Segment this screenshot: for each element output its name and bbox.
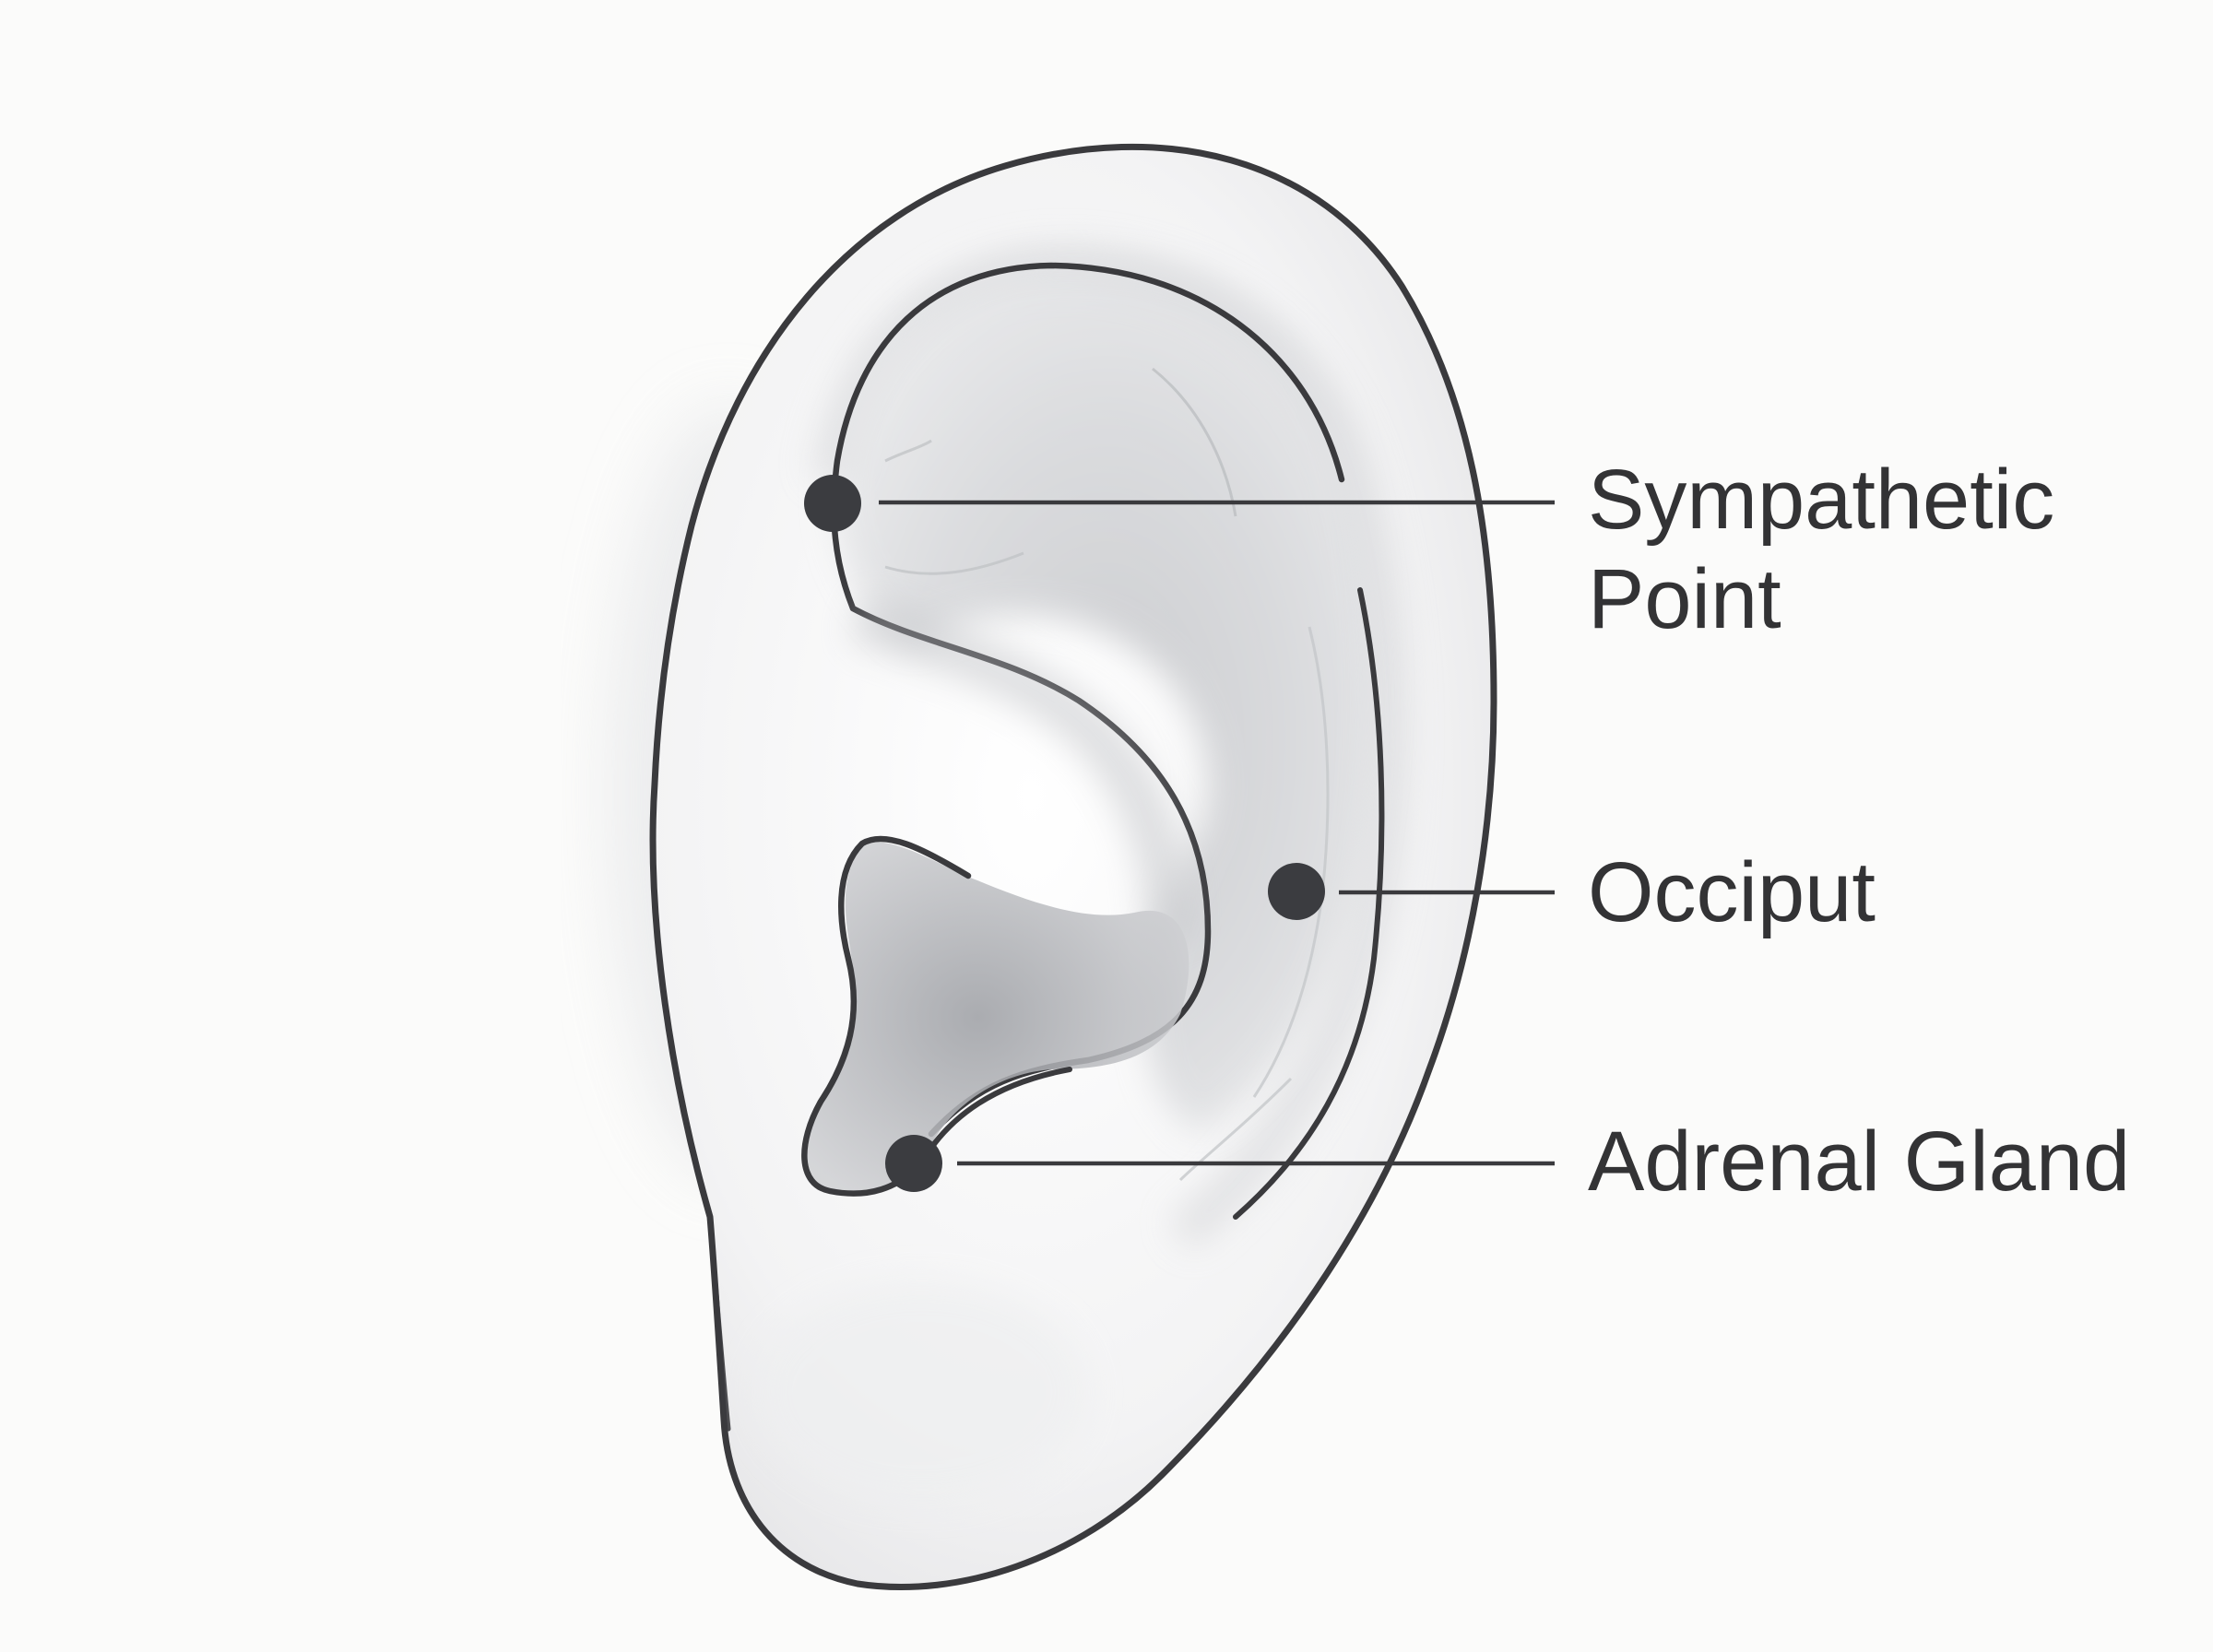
- antihelix-line: [1233, 587, 1385, 1220]
- occiput-marker: [1268, 863, 1325, 920]
- adrenal-gland-marker: [885, 1135, 942, 1192]
- lobe-line: [712, 1269, 731, 1432]
- sympathetic-label-line2: Point: [1588, 552, 1781, 646]
- sympathetic-label-line1: Sympathetic: [1588, 453, 2055, 547]
- concha-cavity: [805, 842, 1189, 1193]
- sympathetic-point-marker: [804, 475, 861, 532]
- tragus-outline: [801, 835, 972, 1197]
- adrenal-gland-label: Adrenal Gland: [1588, 1115, 2131, 1209]
- occiput-label: Occiput: [1588, 845, 1876, 939]
- sympathetic-point-label: Sympathetic Point: [1588, 450, 2054, 649]
- scapha-bowl: [834, 260, 1379, 1134]
